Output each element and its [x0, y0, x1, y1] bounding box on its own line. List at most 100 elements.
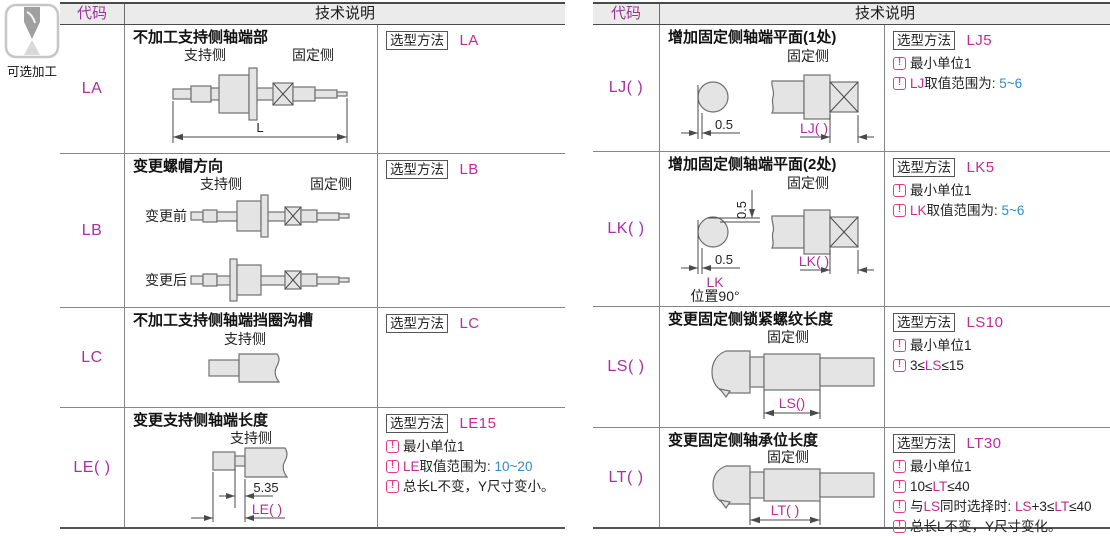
note-text: 最小单位1 — [910, 56, 972, 71]
shaft-side-view — [712, 465, 875, 510]
method-cell: 选型方法 LJ5 !最小单位1!LJ取值范围为: 5~6 — [885, 25, 1110, 151]
table-row-lt: LT( ) 变更固定侧轴承位长度 固定侧 — [593, 428, 1110, 534]
selection-method-value: LE15 — [459, 415, 497, 432]
selection-method-value: LJ5 — [966, 32, 993, 49]
notes-list: !最小单位1!10≤LT≤40!与LS同时选择时: LS+3≤LT≤40!总长L… — [893, 458, 1102, 536]
shaft-side-view — [770, 209, 859, 255]
ls-thread-length-diagram: 固定侧 LS() — [711, 329, 875, 419]
selection-method-value: LT30 — [966, 435, 1002, 452]
note-line: ! 最小单位1 — [893, 337, 1102, 355]
code-cell: LS( ) — [593, 307, 660, 427]
selection-method-box: 选型方法 — [893, 434, 955, 453]
code-cell: LE( ) — [60, 408, 125, 527]
table-header: 代码 技术说明 — [593, 2, 1110, 25]
lt-bearing-length-diagram: 固定侧 LT( ) — [712, 450, 875, 525]
warning-icon: ! — [386, 440, 399, 453]
row-title: 不加工支持侧轴端挡圈沟槽 — [133, 312, 314, 329]
shaft-cross-section — [697, 81, 729, 139]
code-cell: LT( ) — [593, 428, 660, 527]
dimension-lk: LK( ) — [799, 250, 874, 274]
note-line: !10≤LT≤40 — [893, 478, 1102, 496]
svg-text:0.5: 0.5 — [734, 201, 749, 219]
svg-text:LJ( ): LJ( ) — [800, 120, 828, 136]
svg-text:支持侧: 支持侧 — [230, 430, 272, 446]
table-row-lb: LB 变更螺帽方向 支持侧 固定侧 变更前 变更后 — [60, 154, 565, 308]
warning-icon: ! — [893, 460, 906, 473]
dimension-535: 5.35 — [212, 468, 279, 522]
row-title: 变更固定侧锁紧螺纹长度 — [668, 311, 834, 328]
tech-desc-header: 技术说明 — [854, 5, 915, 22]
description-cell: 变更固定侧锁紧螺纹长度 固定侧 — [660, 307, 885, 427]
description-cell: 不加工支持侧轴端部 支持侧 固定侧 — [125, 25, 378, 153]
la-screw-diagram: 支持侧 固定侧 — [172, 47, 348, 143]
svg-text:固定侧: 固定侧 — [310, 176, 352, 192]
svg-text:固定侧: 固定侧 — [787, 175, 829, 191]
method-cell: 选型方法 LB — [378, 154, 565, 307]
warning-icon: ! — [893, 520, 906, 533]
note-line: !3≤LS≤15 — [893, 357, 1102, 375]
row-title: 增加固定侧轴端平面(1处) — [668, 29, 837, 46]
svg-text:固定侧: 固定侧 — [767, 450, 809, 465]
table-row-le: LE( ) 变更支持侧轴端长度 支持侧 — [60, 408, 565, 529]
code-cell: LJ( ) — [593, 25, 660, 151]
method-cell: 选型方法 LE15 !最小单位1 !LE取值范围为: 10~20! 总长L不变，Y尺… — [378, 408, 565, 527]
method-cell: 选型方法 LS10 !最小单位1!3≤LS≤15 — [885, 307, 1110, 427]
svg-text:LK( ): LK( ) — [799, 253, 829, 269]
selection-method-value: LK5 — [966, 159, 995, 176]
warning-icon: ! — [386, 480, 399, 493]
note-line: !最小单位1 — [386, 438, 557, 456]
svg-text:固定侧: 固定侧 — [767, 329, 809, 345]
screw-shapes — [172, 67, 348, 121]
table-header: 代码 技术说明 — [60, 2, 565, 25]
table-row-lk: LK( ) 增加固定侧轴端平面(2处) 固定侧 0.5 — [593, 152, 1110, 307]
table-row-lj: LJ( ) 增加固定侧轴端平面(1处) 固定侧 0.5 — [593, 25, 1110, 152]
note-line: ! 最小单位1 — [893, 458, 1102, 476]
row-title: 增加固定侧轴端平面(2处) — [668, 156, 837, 173]
note-line: ! 最小单位1 — [893, 55, 1102, 73]
screw-after — [190, 258, 350, 302]
note-text: 最小单位1 — [910, 338, 972, 353]
notes-list: !最小单位1!LK取值范围为: 5~6 — [893, 182, 1102, 220]
svg-text:LS(): LS() — [779, 395, 805, 411]
note-text: 总长L不变，Y尺寸变小。 — [403, 479, 555, 494]
note-text: 10≤LT≤40 — [910, 479, 970, 494]
warning-icon: ! — [893, 77, 906, 90]
dimension-l: L — [172, 98, 348, 143]
description-cell: 不加工支持侧轴端挡圈沟槽 支持侧 — [125, 308, 378, 407]
svg-text:0.5: 0.5 — [715, 117, 733, 132]
selection-method-box: 选型方法 — [386, 160, 448, 179]
row-title: 不加工支持侧轴端部 — [133, 29, 269, 46]
dimension-05: 0.5 — [681, 117, 740, 136]
warning-icon: ! — [893, 57, 906, 70]
optional-machining-label: 可选加工 — [6, 65, 57, 79]
note-text: 3≤LS≤15 — [910, 358, 964, 373]
warning-icon: ! — [893, 339, 906, 352]
note-text: 总长L不变，Y尺寸变化。 — [910, 519, 1062, 534]
method-cell: 选型方法 LA — [378, 25, 565, 153]
code-header: 代码 — [593, 4, 660, 24]
code-cell: LB — [60, 154, 125, 307]
selection-method-box: 选型方法 — [893, 158, 955, 177]
svg-text:变更后: 变更后 — [145, 272, 187, 288]
le-shaft-length-diagram: 支持侧 5.35 — [191, 430, 289, 522]
selection-method-box: 选型方法 — [386, 414, 448, 433]
code-cell: LA — [60, 25, 125, 153]
note-text: 最小单位1 — [910, 459, 972, 474]
drill-bit-icon — [4, 3, 60, 59]
note-line: ! 总长L不变，Y尺寸变小。 — [386, 478, 557, 496]
tech-desc-header: 技术说明 — [314, 5, 375, 22]
svg-text:LE( ): LE( ) — [252, 501, 282, 517]
note-line: !LE取值范围为: 10~20 — [386, 458, 557, 476]
note-text: 最小单位1 — [910, 183, 972, 198]
lk-flats-diagram: 固定侧 0.5 — [681, 175, 874, 303]
svg-text:变更前: 变更前 — [145, 208, 187, 224]
notes-list: !最小单位1 !LE取值范围为: 10~20! 总长L不变，Y尺寸变小。 — [386, 438, 557, 496]
svg-text:支持侧: 支持侧 — [200, 176, 242, 192]
shaft-side-view — [770, 74, 859, 120]
selection-method-box: 选型方法 — [386, 314, 448, 333]
dimension-05-horizontal: 0.5 — [681, 252, 740, 271]
selection-method-value: LB — [459, 161, 479, 178]
code-header: 代码 — [60, 4, 125, 24]
selection-method-value: LC — [459, 315, 480, 332]
